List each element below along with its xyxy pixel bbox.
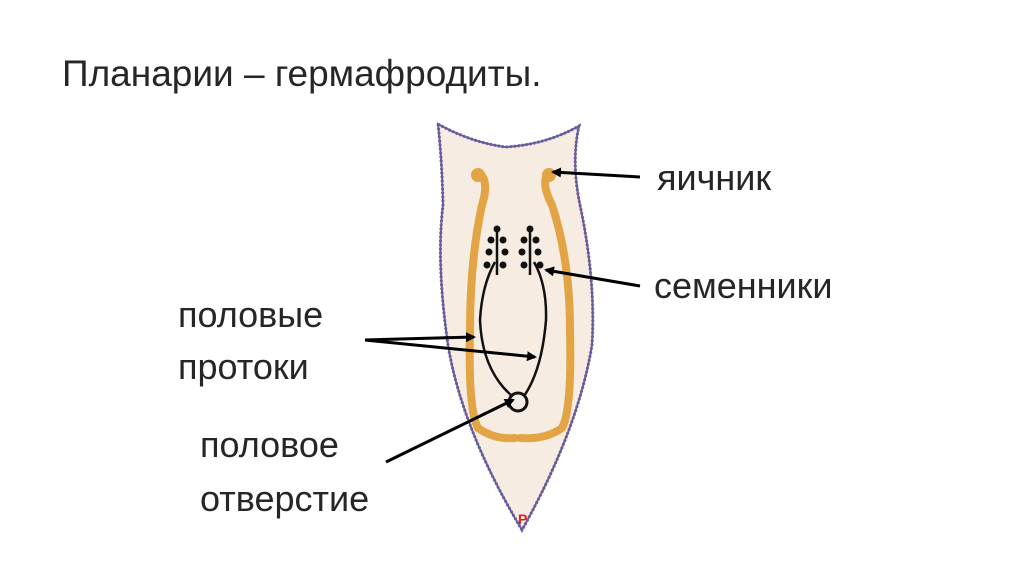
sperm-ducts [478, 230, 548, 397]
label-ducts-line2: протоки [178, 346, 309, 387]
oviducts [465, 168, 575, 443]
arrow-ducts-right [364, 338, 537, 362]
diagram-mark: P [518, 511, 527, 527]
label-testes: семенники [654, 265, 833, 306]
slide-title: Планарии – гермафродиты. [62, 53, 542, 94]
label-opening-line1: половое [200, 424, 339, 465]
label-opening-line2: отверстие [200, 478, 370, 519]
label-ovary: яичник [657, 157, 772, 198]
arrow-ducts-left [364, 332, 476, 343]
arrow-opening [385, 398, 515, 464]
testes [483, 225, 544, 269]
arrow-testes [544, 266, 641, 288]
pointer-arrows [364, 167, 641, 464]
arrow-ovary [551, 167, 641, 179]
label-ducts-line1: половые [178, 294, 324, 335]
